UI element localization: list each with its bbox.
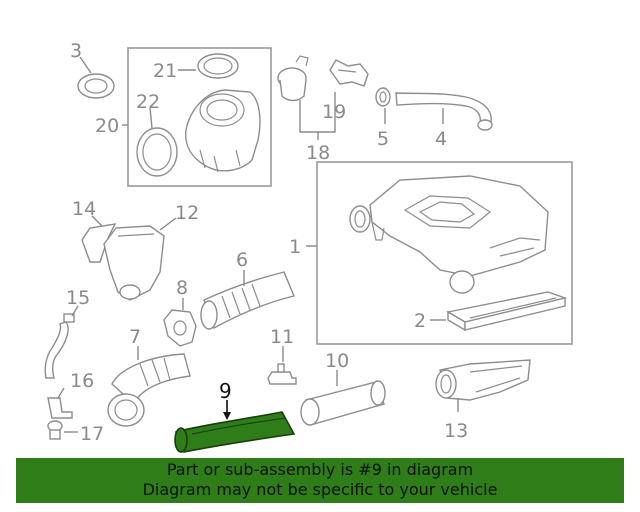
part-12-duct[interactable] — [103, 225, 165, 301]
part-10-tube[interactable] — [300, 380, 386, 426]
part-21-gasket[interactable] — [197, 53, 239, 79]
callout-12: 12 — [175, 202, 199, 224]
parts-diagram: 3 21 22 20 19 18 5 4 — [44, 40, 573, 453]
part-16-clip[interactable] — [47, 397, 73, 419]
callout-15: 15 — [66, 287, 90, 309]
callout-4: 4 — [435, 128, 447, 150]
callout-18: 18 — [306, 142, 330, 164]
part-4-hose[interactable] — [395, 92, 493, 131]
callout-16: 16 — [70, 370, 94, 392]
callout-22: 22 — [136, 91, 160, 113]
part-22-o-ring[interactable] — [136, 127, 178, 177]
part-9-duct-highlighted[interactable] — [174, 411, 296, 453]
callout-8: 8 — [176, 277, 188, 299]
part-15-hose[interactable] — [44, 313, 75, 379]
part-19-bracket[interactable] — [329, 59, 369, 87]
part-18-sensor[interactable] — [277, 55, 309, 102]
callout-17: 17 — [80, 423, 104, 445]
banner-line-2: Diagram may not be specific to your vehi… — [142, 480, 498, 499]
subassembly-box-20 — [127, 47, 272, 187]
callout-6: 6 — [236, 249, 248, 271]
callout-11: 11 — [270, 326, 294, 348]
part-2-filter[interactable] — [446, 291, 568, 332]
callout-3: 3 — [70, 40, 82, 62]
part-8-bracket[interactable] — [163, 309, 197, 347]
callout-14: 14 — [72, 198, 96, 220]
part-3-seal[interactable] — [77, 73, 115, 99]
part-6-hose[interactable] — [200, 271, 295, 330]
callout-7: 7 — [129, 326, 141, 348]
callout-10: 10 — [325, 350, 349, 372]
callout-21: 21 — [153, 60, 177, 82]
part-17-grommet[interactable] — [47, 420, 63, 440]
callout-19: 19 — [322, 101, 346, 123]
part-5-clamp[interactable] — [375, 87, 391, 107]
callout-20: 20 — [95, 115, 119, 137]
throttle-housing — [185, 89, 261, 173]
callout-2: 2 — [414, 310, 426, 332]
subassembly-box-1 — [316, 161, 573, 345]
part-13-intake[interactable] — [435, 359, 531, 401]
part-1-air-cleaner-housing[interactable] — [349, 175, 549, 294]
banner-line-1: Part or sub-assembly is #9 in diagram — [166, 460, 474, 479]
part-11-clip[interactable] — [267, 363, 297, 385]
callout-5: 5 — [377, 128, 389, 150]
part-7-hose[interactable] — [107, 353, 191, 427]
callout-13: 13 — [444, 420, 468, 442]
callout-9: 9 — [219, 379, 232, 403]
info-banner: Part or sub-assembly is #9 in diagram Di… — [16, 458, 624, 503]
callout-1: 1 — [289, 236, 301, 258]
